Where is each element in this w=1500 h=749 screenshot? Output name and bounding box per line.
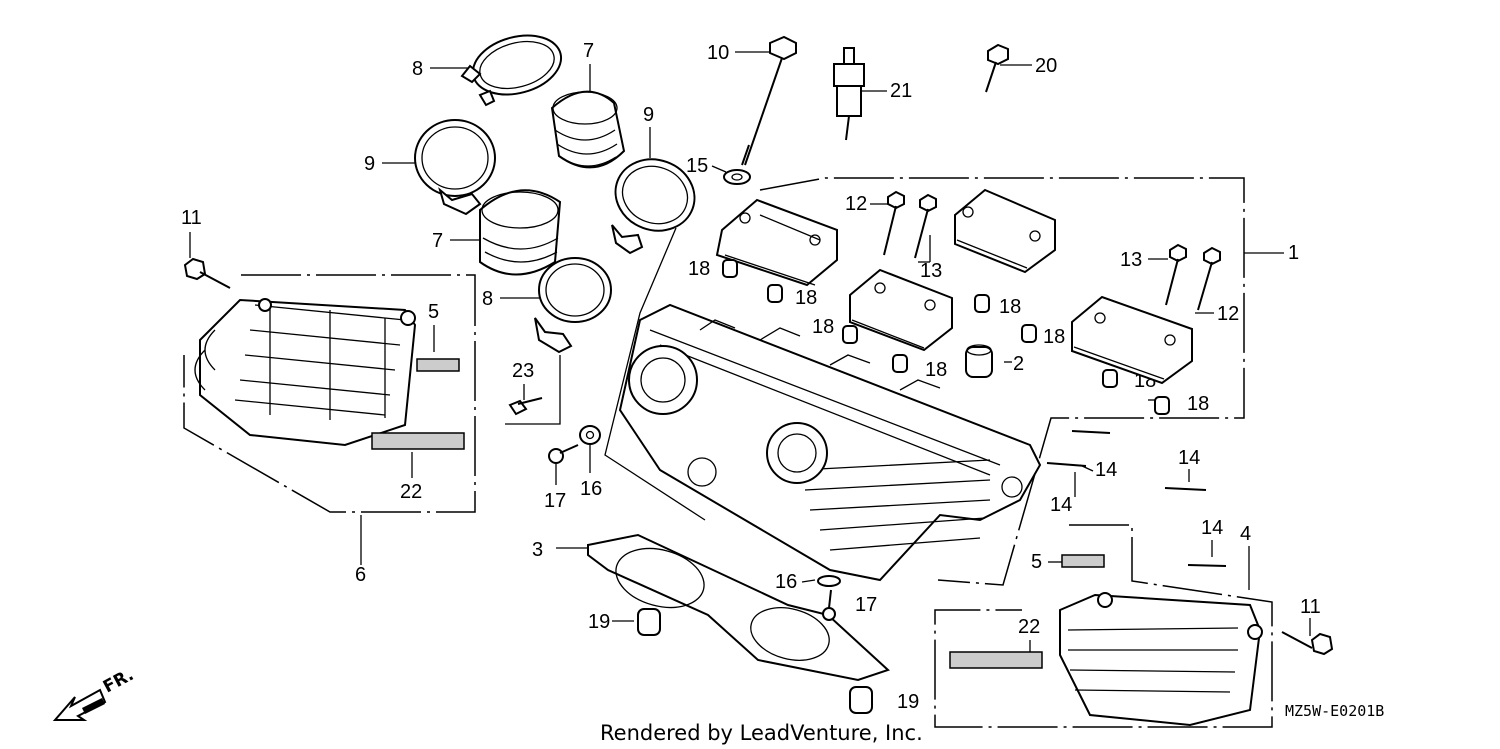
- washer-15: [723, 169, 751, 185]
- gasket-22: [371, 432, 1043, 669]
- callout-18: 18: [795, 287, 817, 309]
- front-direction-arrow-icon: FR.: [52, 665, 137, 721]
- head-gasket-3: [587, 533, 890, 682]
- callout-20: 20: [1035, 55, 1057, 77]
- credit-text: Rendered by LeadVenture, Inc.: [600, 721, 923, 745]
- bolt-23: [508, 397, 543, 416]
- callout-13: 13: [920, 260, 942, 282]
- callout-10: 10: [707, 42, 729, 64]
- callout-7: 7: [432, 230, 443, 252]
- cylinder-head: [618, 303, 1042, 582]
- bolt-11: [183, 257, 1334, 656]
- connecting-tube-lower: [414, 119, 612, 354]
- callout-9: 9: [643, 104, 654, 126]
- callout-23: 23: [512, 360, 534, 382]
- bolt-10: [741, 35, 797, 166]
- callout-16: 16: [580, 478, 602, 500]
- bolt-17: [548, 444, 836, 621]
- callout-5: 5: [1031, 551, 1042, 573]
- callout-16: 16: [775, 571, 797, 593]
- callout-18: 18: [812, 316, 834, 338]
- callout-12: 12: [1217, 303, 1239, 325]
- callout-5: 5: [428, 301, 439, 323]
- callout-14: 14: [1201, 517, 1223, 539]
- callout-14: 14: [1050, 494, 1072, 516]
- callout-18: 18: [1043, 326, 1065, 348]
- callout-11: 11: [181, 207, 202, 229]
- camshaft-holder-d: [1071, 295, 1193, 385]
- dowel-2: [965, 344, 993, 378]
- direction-label: FR.: [100, 665, 137, 697]
- callout-18: 18: [999, 296, 1021, 318]
- cylinder-head-cover-4: [1059, 592, 1263, 727]
- callout-17: 17: [855, 594, 877, 616]
- callout-11: 11: [1300, 596, 1321, 618]
- callout-14: 14: [1095, 459, 1117, 481]
- callout-19: 19: [588, 611, 610, 633]
- callout-14: 14: [1178, 447, 1200, 469]
- callout-labels: 8 7 9 9 7 8 10 15 21 20 1 12 13 13 12 18…: [181, 40, 1321, 713]
- callout-9: 9: [364, 153, 375, 175]
- camshaft-holder-a: [715, 198, 838, 287]
- connecting-tube-upper: [460, 34, 696, 255]
- dowel-pins-18: [722, 259, 1170, 415]
- callout-6: 6: [355, 564, 366, 586]
- callout-7: 7: [583, 40, 594, 62]
- diagram-code: MZ5W-E0201B: [1285, 702, 1384, 720]
- grommet-5: [416, 358, 1105, 568]
- callout-4: 4: [1240, 523, 1251, 545]
- callout-22: 22: [1018, 616, 1040, 638]
- callout-18: 18: [688, 258, 710, 280]
- callout-18: 18: [925, 359, 947, 381]
- callout-1: 1: [1288, 242, 1299, 264]
- callout-19: 19: [897, 691, 919, 713]
- callout-12: 12: [845, 193, 867, 215]
- leader-lines: [189, 51, 1311, 652]
- callout-8: 8: [412, 58, 423, 80]
- callout-13: 13: [1120, 249, 1142, 271]
- group-boundary-6: [183, 274, 476, 513]
- washer-16: [579, 425, 841, 587]
- callout-18: 18: [1187, 393, 1209, 415]
- bolt-20: [985, 43, 1009, 93]
- callout-21: 21: [890, 80, 912, 102]
- group-boundary-1: [759, 177, 1245, 586]
- camshaft-holder-b: [954, 188, 1056, 274]
- camshaft-holder-c: [849, 268, 953, 352]
- cylinder-head-cover-6: [194, 298, 417, 447]
- callout-17: 17: [544, 490, 566, 512]
- bolts-12-13: [883, 190, 1221, 311]
- studs-14: [1046, 430, 1227, 567]
- callout-3: 3: [532, 539, 543, 561]
- callout-15: 15: [686, 155, 708, 177]
- callout-22: 22: [400, 481, 422, 503]
- callout-8: 8: [482, 288, 493, 310]
- group-boundary-cylinder: [604, 227, 706, 521]
- group-boundary-23: [505, 355, 561, 425]
- dowel-19: [637, 608, 873, 714]
- group-boundary-4: [934, 524, 1273, 728]
- spark-plug-21: [833, 47, 865, 141]
- callout-2: 2: [1013, 353, 1024, 375]
